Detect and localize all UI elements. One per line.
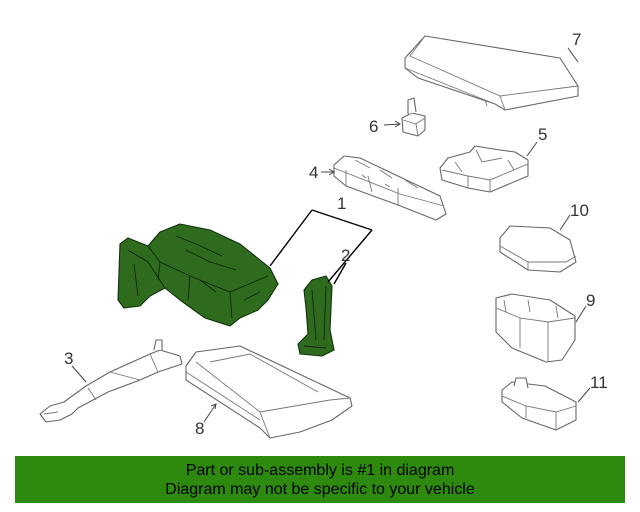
part-5-relay-block[interactable] xyxy=(439,145,529,193)
callout-9: 9 xyxy=(586,291,595,310)
callout-11: 11 xyxy=(590,373,608,392)
part-6-relay[interactable] xyxy=(401,97,426,137)
banner-line-2: Diagram may not be specific to your vehi… xyxy=(165,481,475,498)
callout-3: 3 xyxy=(64,349,73,368)
callout-1: 1 xyxy=(337,194,346,213)
callout-6: 6 xyxy=(369,117,378,136)
part-7-cover[interactable] xyxy=(404,35,579,111)
part-3-cable[interactable] xyxy=(39,339,183,423)
callout-4: 4 xyxy=(309,163,318,182)
callout-10: 10 xyxy=(570,201,589,220)
callout-2: 2 xyxy=(341,246,350,265)
callout-8: 8 xyxy=(195,419,204,438)
part-8-tray[interactable] xyxy=(185,345,353,439)
parts-diagram: 7 6 5 4 10 9 11 xyxy=(39,30,608,439)
part-11-bracket[interactable] xyxy=(501,377,577,431)
callout-7: 7 xyxy=(572,30,581,49)
part-2-bracket[interactable] xyxy=(297,275,335,357)
part-1-assembly[interactable] xyxy=(117,223,279,327)
callout-5: 5 xyxy=(538,125,547,144)
part-9-bracket[interactable] xyxy=(495,293,576,363)
banner-line-1: Part or sub-assembly is #1 in diagram xyxy=(185,462,455,479)
info-banner: Part or sub-assembly is #1 in diagram Di… xyxy=(15,456,625,503)
part-4-junction-block[interactable] xyxy=(333,155,447,221)
part-10-cover[interactable] xyxy=(499,225,577,273)
